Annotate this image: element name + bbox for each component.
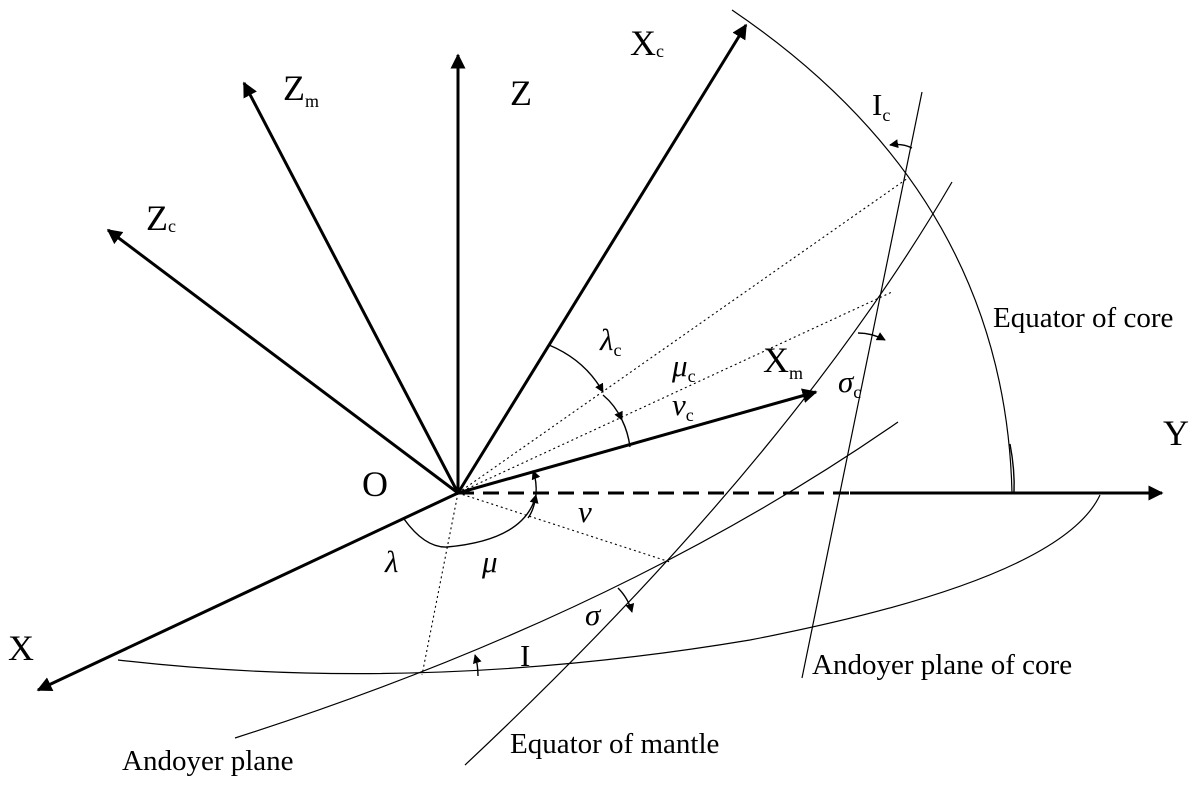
sigma-angle-arc: [617, 587, 635, 613]
base-ellipse-arc: [117, 494, 1101, 675]
zm-axis: [242, 81, 460, 494]
xc-axis-label: Xc: [630, 23, 664, 63]
andoyer-plane-label: Andoyer plane: [122, 745, 294, 777]
lambda-c-label: λc: [599, 322, 621, 360]
dotted-to-andoyer-node: [421, 492, 459, 676]
dotted-to-mantle-node: [457, 492, 671, 563]
x-axis: [36, 491, 459, 692]
origin-label: O: [362, 464, 388, 504]
mu-label: μ: [481, 544, 498, 579]
mu-c-angle-arc: [602, 394, 623, 421]
nu-angle-arc: [531, 470, 541, 496]
xm-axis-label: Xm: [763, 340, 803, 383]
zc-axis-label: Zc: [146, 198, 176, 238]
andoyer-plane-of-core-curve: [801, 91, 923, 679]
sigma-label: σ: [585, 597, 602, 632]
sigma-c-angle-arc: [857, 332, 886, 341]
mu-angle-arc: [446, 494, 539, 548]
dotted-to-core-top: [457, 177, 909, 494]
I-label: I: [520, 638, 530, 673]
nu-label: ν: [578, 494, 592, 529]
equator-of-core-label: Equator of core: [993, 302, 1173, 334]
I-c-label: Ic: [872, 87, 890, 125]
sigma-c-label: σc: [838, 364, 861, 402]
zm-axis-label: Zm: [283, 68, 319, 111]
lambda-angle-arc: [403, 518, 448, 548]
andoyer-plane-curve: [234, 421, 899, 739]
I-c-angle-arc: [889, 139, 913, 149]
andoyer-plane-of-core-label: Andoyer plane of core: [812, 649, 1072, 681]
xm-axis: [457, 388, 818, 495]
nu-c-angle-arc: [621, 419, 631, 448]
xc-axis: [456, 23, 748, 494]
z-axis-label: Z: [510, 73, 532, 113]
mu-c-label: μc: [671, 348, 696, 386]
nu-lower-arc: [527, 494, 537, 519]
lambda-label: λ: [384, 544, 398, 579]
lambda-c-angle-arc: [548, 344, 604, 393]
equator-of-core-curve: [731, 9, 1013, 494]
y-axis-label: Y: [1163, 413, 1189, 453]
equator-of-mantle-label: Equator of mantle: [510, 728, 719, 760]
x-axis-label: X: [8, 628, 34, 668]
zc-axis: [106, 228, 459, 495]
equator-of-mantle-curve: [464, 181, 953, 766]
nu-c-label: νc: [672, 387, 694, 425]
equator-core-y-arc: [1009, 443, 1015, 494]
I-angle-arc: [473, 654, 482, 677]
